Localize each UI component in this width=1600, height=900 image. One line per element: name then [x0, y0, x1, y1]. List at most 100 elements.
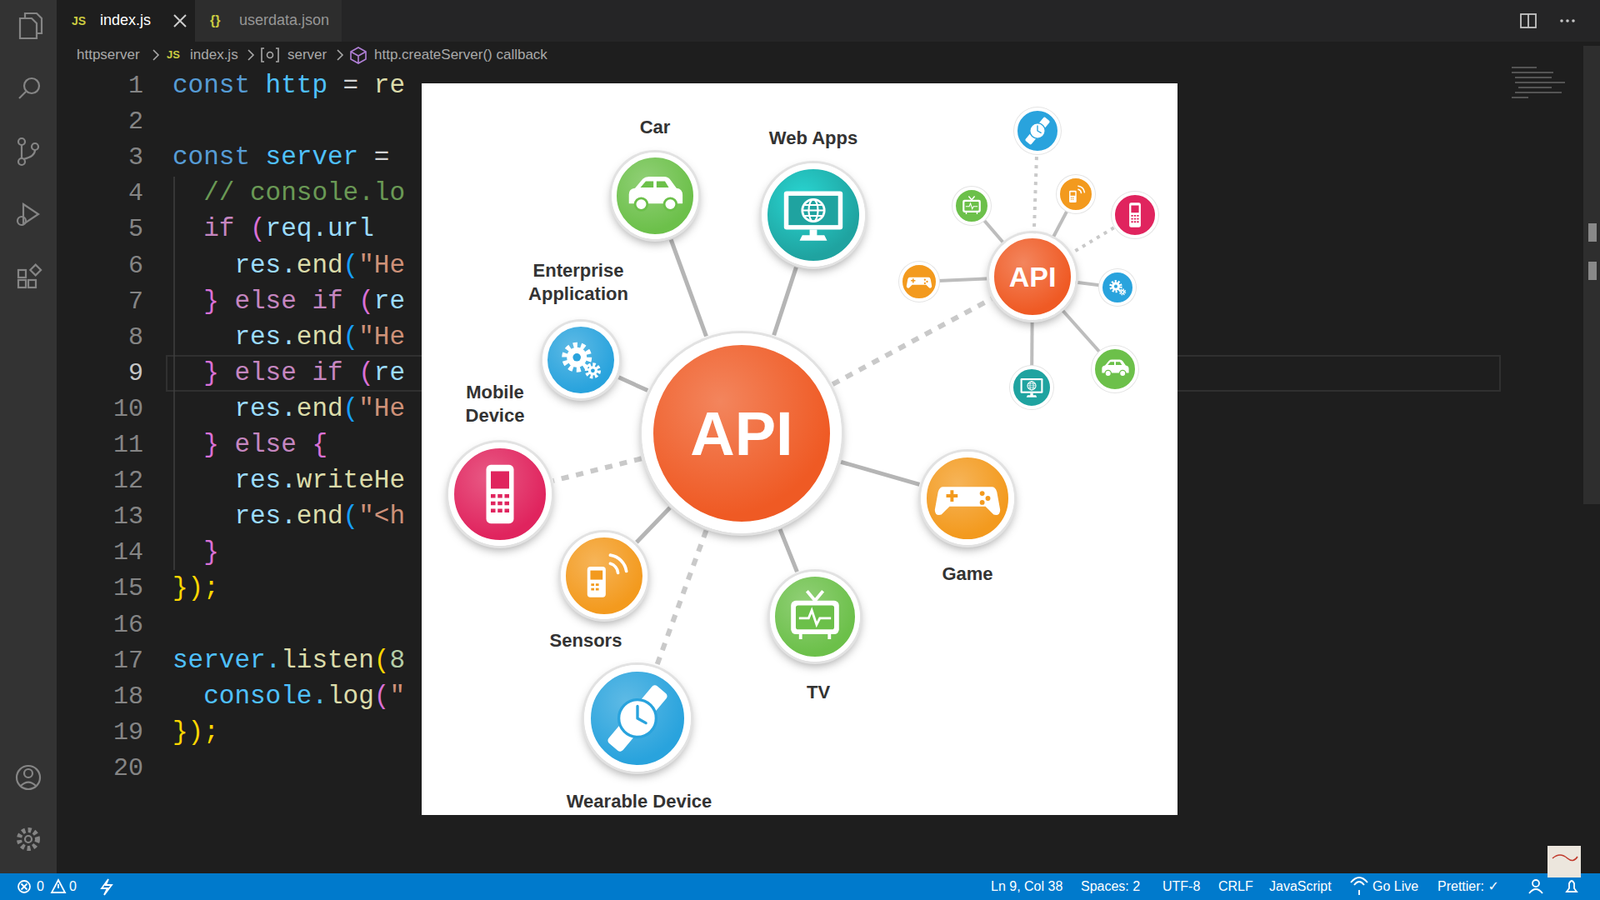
- code-token: re: [374, 357, 405, 389]
- device-circle: Web Apps: [761, 163, 865, 267]
- file-icon: {}: [210, 12, 220, 29]
- code-token: if: [311, 357, 343, 389]
- line-number: 4: [128, 178, 144, 209]
- device-circle: Wearable Device: [584, 665, 691, 772]
- code-token: re: [374, 285, 405, 317]
- line-number: 7: [128, 286, 144, 317]
- code-token: =: [374, 142, 390, 174]
- code-token: "<h: [358, 501, 405, 533]
- code-token: // console.lo: [203, 178, 405, 210]
- code-token: }: [203, 357, 220, 389]
- api-title: API: [690, 398, 793, 470]
- connector-line: [670, 240, 706, 337]
- code-token: writeHe: [296, 465, 405, 497]
- status-item: JavaScript: [1269, 878, 1332, 895]
- line-number: 17: [113, 645, 144, 676]
- device-icon: [590, 671, 685, 765]
- breadcrumb: server: [287, 46, 327, 64]
- line-number: 1: [128, 70, 144, 101]
- code-token: }: [203, 285, 220, 317]
- device-circle: Sensors: [560, 532, 648, 620]
- code-token: log: [327, 680, 375, 712]
- code-token: const: [172, 70, 250, 101]
- breadcrumb: httpserver: [76, 46, 140, 64]
- code-token: else: [234, 357, 296, 389]
- connector-line: [840, 461, 920, 485]
- code-token: server: [265, 142, 360, 174]
- connector-line: [553, 458, 642, 481]
- connector-line: [656, 530, 706, 665]
- status-count: 0: [69, 878, 77, 895]
- line-number: 6: [128, 250, 144, 281]
- code-token: res.: [234, 501, 296, 533]
- code-token: end: [296, 321, 344, 353]
- code-token: }: [203, 537, 220, 569]
- device-label: Sensors: [477, 629, 695, 653]
- device-icon: [454, 448, 546, 540]
- status-item: Ln 9, Col 38: [990, 878, 1063, 895]
- line-number: 14: [113, 537, 144, 568]
- code-token: "He: [358, 321, 405, 353]
- code-token: if: [311, 285, 343, 317]
- device-label: Enterprise Application: [511, 259, 645, 305]
- connector-line: [780, 529, 797, 572]
- device-circle: Enterprise Application: [542, 321, 620, 399]
- illustration-panel: [421, 83, 1178, 815]
- api-cluster: [898, 106, 1160, 410]
- code-token: (: [343, 393, 360, 425]
- device-icon: [926, 457, 1009, 540]
- code-token: listen: [280, 645, 375, 676]
- line-number: 2: [128, 106, 144, 137]
- line-number: 5: [128, 214, 144, 245]
- code-token: res.: [234, 321, 296, 353]
- status-item: Spaces: 2: [1080, 878, 1140, 895]
- line-number: 18: [113, 681, 144, 712]
- device-circle: Game: [920, 451, 1015, 545]
- code-token: const: [172, 142, 250, 174]
- code-token: req.url: [265, 214, 375, 245]
- code-token: end: [296, 501, 344, 533]
- code-token: else: [234, 285, 296, 317]
- device-icon: [775, 576, 855, 657]
- line-number: 12: [113, 465, 144, 496]
- connector-line: [618, 377, 648, 391]
- code-token: (: [343, 321, 360, 353]
- device-circle: Mobile Device: [448, 442, 552, 546]
- device-label: Car: [546, 115, 764, 140]
- code-token: (: [374, 680, 390, 712]
- code-token: ": [389, 680, 405, 712]
- line-number: 11: [113, 430, 144, 460]
- code-token: (: [358, 285, 375, 317]
- connector-line: [774, 267, 797, 335]
- line-number: 15: [113, 573, 144, 604]
- file-icon: JS: [71, 14, 86, 29]
- status-item: Go Live: [1372, 878, 1419, 895]
- status-count: 0: [36, 878, 45, 895]
- api-title: API: [1009, 260, 1057, 294]
- device-circle: Car: [611, 152, 699, 240]
- line-number: 20: [113, 753, 144, 784]
- breadcrumb: index.js: [190, 46, 239, 64]
- line-number: 13: [113, 501, 144, 532]
- code-token: =: [343, 70, 360, 101]
- file-icon: JS: [166, 48, 180, 62]
- api-hub-circle: API: [989, 233, 1076, 320]
- line-number: 3: [128, 142, 144, 173]
- code-token: {: [311, 429, 328, 460]
- code-token: }: [203, 429, 220, 460]
- code-token: re: [374, 70, 405, 101]
- device-icon: [547, 326, 615, 394]
- code-token: });: [172, 573, 220, 605]
- device-icon: [767, 169, 860, 261]
- breadcrumb: http.createServer() callback: [374, 46, 548, 64]
- code-token: res.: [234, 250, 296, 281]
- code-token: console.: [203, 680, 328, 712]
- code-token: else: [234, 429, 296, 460]
- device-label: Game: [859, 562, 1076, 586]
- device-circle: TV: [770, 571, 860, 662]
- code-token: res.: [234, 393, 296, 425]
- code-token: (: [343, 250, 360, 281]
- device-label: Wearable Device: [530, 790, 748, 814]
- device-icon: [565, 537, 643, 615]
- code-token: "He: [358, 250, 405, 281]
